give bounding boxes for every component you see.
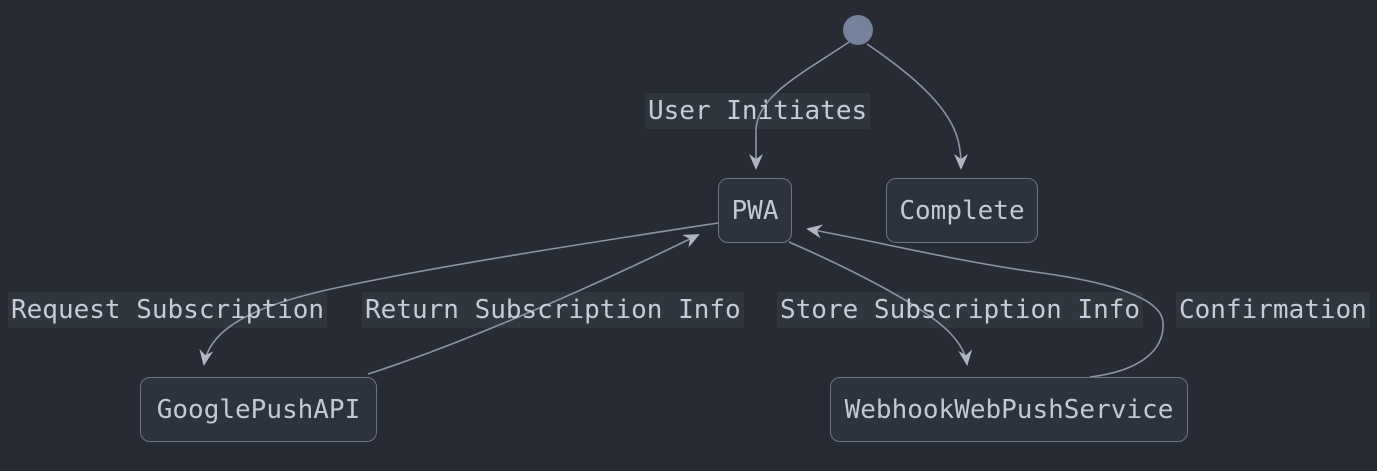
edge-label-request-subscription: Request Subscription — [8, 292, 328, 328]
state-node-pwa-label: PWA — [731, 195, 779, 226]
state-node-pwa: PWA — [718, 178, 792, 243]
edge-label-confirmation: Confirmation — [1176, 292, 1370, 328]
state-node-complete: Complete — [886, 178, 1038, 243]
state-node-webhookwebpushservice-label: WebhookWebPushService — [844, 394, 1174, 425]
edge-label-return-subscription-info: Return Subscription Info — [362, 292, 744, 328]
edge-pwa-to-webhookwebpushservice — [788, 241, 973, 366]
state-node-webhookwebpushservice: WebhookWebPushService — [830, 377, 1188, 442]
edge-start-to-pwa — [749, 41, 850, 170]
initial-state-icon — [843, 15, 873, 45]
edge-start-to-complete — [866, 43, 968, 170]
state-node-googlepushapi-label: GooglePushAPI — [156, 394, 361, 425]
state-node-complete-label: Complete — [899, 195, 1025, 226]
edge-webhookwebpushservice-to-pwa — [806, 224, 1164, 378]
edge-googlepushapi-to-pwa — [367, 234, 700, 375]
edge-label-user-initiates: User Initiates — [645, 93, 871, 129]
edge-pwa-to-googlepushapi — [199, 222, 719, 366]
state-node-googlepushapi: GooglePushAPI — [140, 377, 377, 442]
edge-label-store-subscription-info: Store Subscription Info — [777, 292, 1144, 328]
